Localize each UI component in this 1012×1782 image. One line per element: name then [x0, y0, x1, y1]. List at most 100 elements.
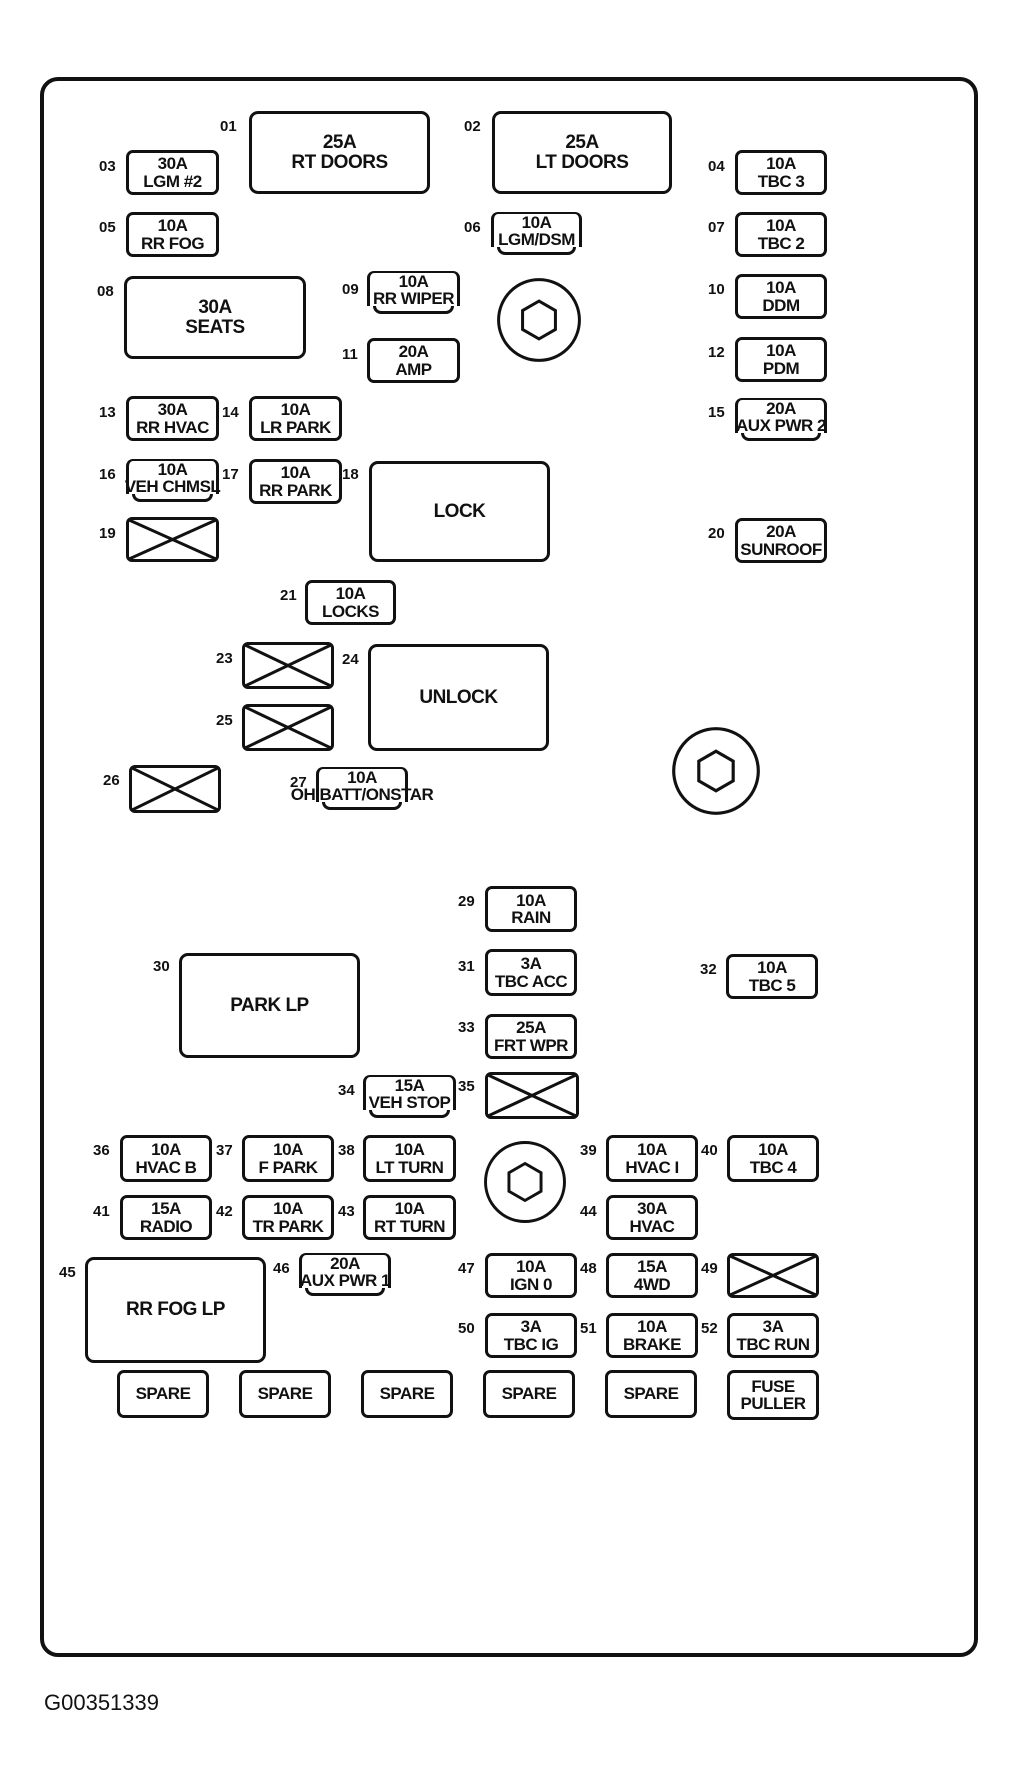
fuse-circuit-label: LOCKS: [322, 601, 380, 621]
fuse-position-number: 12: [708, 344, 725, 361]
fuse-position-number: 29: [458, 893, 475, 910]
fuse-circuit-label: TBC RUN: [736, 1334, 811, 1354]
fuse-position-number: 45: [59, 1264, 76, 1281]
fuse-circuit-label: RT DOORS: [291, 151, 388, 173]
fuse-position-number: 01: [220, 118, 237, 135]
spare-fuse: SPARE: [605, 1370, 697, 1418]
fuse-position-number: 04: [708, 158, 725, 175]
fuse-position-number: 33: [458, 1019, 475, 1036]
fuse-position-number: 02: [464, 118, 481, 135]
empty-fuse-slot: [242, 642, 334, 689]
fuse-circuit-label: HVAC: [629, 1216, 675, 1236]
fuse-rating: 15A: [151, 1199, 181, 1219]
empty-slot-cross-icon: [245, 645, 331, 686]
fuse-circuit-label: TBC 4: [749, 1157, 797, 1177]
fuse-position-number: 08: [97, 283, 114, 300]
fuse-slot-underline: [322, 802, 402, 810]
fuse-position-number: 05: [99, 219, 116, 236]
fuse-rating: 10A: [516, 1257, 546, 1277]
fuse-circuit-label: TBC IG: [503, 1334, 559, 1354]
spare-label: SPARE: [135, 1384, 191, 1404]
fuse-circuit-label: LGM/DSM: [498, 230, 575, 250]
fuse-slot-underline: [369, 1110, 450, 1118]
fuse-position-number: 16: [99, 466, 116, 483]
fuse-rating: 10A: [766, 278, 796, 298]
fuse-circuit-label: RR PARK: [259, 480, 332, 500]
fuse-rating: 10A: [766, 154, 796, 174]
fuse-rating: 3A: [762, 1317, 784, 1337]
fuse-rating: 3A: [520, 1317, 542, 1337]
fuse-position-number: 34: [338, 1082, 355, 1099]
fuse-rating: 30A: [157, 154, 188, 174]
fuse-position-number: 27: [290, 774, 307, 791]
fuse-rating: 10A: [398, 272, 429, 291]
fuse-position-number: 47: [458, 1260, 475, 1277]
fuse-position-number: 26: [103, 772, 120, 789]
fuse-rating: 10A: [766, 216, 796, 236]
fuse-circuit-label: SEATS: [185, 316, 245, 338]
fuse-position-number: 09: [342, 281, 359, 298]
fuse-circuit-label: TBC 5: [748, 975, 796, 995]
fuse-position-number: 18: [342, 466, 359, 483]
fuse-circuit-label: RT TURN: [373, 1216, 446, 1236]
fuse-position-number: 32: [700, 961, 717, 978]
fuse-circuit-label: UNLOCK: [419, 686, 498, 708]
fuse-circuit-label: RR WIPER: [373, 289, 455, 309]
fuse-circuit-label: F PARK: [258, 1157, 318, 1177]
fuse-position-number: 37: [216, 1142, 233, 1159]
fuse-position-number: 25: [216, 712, 233, 729]
fuse-rating: 20A: [330, 1254, 360, 1273]
fuse-position-number: 06: [464, 219, 481, 236]
fuse-circuit-label: PARK LP: [230, 994, 309, 1016]
fuse-circuit-label: AMP: [395, 359, 432, 379]
fuse-rating: 10A: [758, 1140, 788, 1160]
fuse-rating: 15A: [637, 1257, 667, 1277]
fuse-rating: 30A: [157, 400, 188, 420]
mounting-bolt-icon: [496, 277, 582, 363]
fuse-circuit-label: LT TURN: [375, 1157, 444, 1177]
fuse-block-panel: [40, 77, 978, 1657]
fuse-circuit-label: DDM: [762, 295, 800, 315]
fuse-position-number: 13: [99, 404, 116, 421]
fuse-rating: 30A: [637, 1199, 667, 1219]
fuse-rating: 20A: [398, 342, 429, 362]
fuse-rating: 10A: [335, 584, 366, 604]
fuse-circuit-label: LR PARK: [260, 417, 331, 437]
fuse-rating: 10A: [273, 1140, 303, 1160]
fuse-rating: 10A: [637, 1317, 667, 1337]
fuse-rating: 30A: [198, 297, 232, 319]
spare-fuse: SPARE: [239, 1370, 331, 1418]
spare-label: SPARE: [623, 1384, 679, 1404]
fuse-circuit-label: VEH STOP: [368, 1093, 451, 1113]
fuse-circuit-label: TBC ACC: [494, 971, 568, 991]
fuse-position-number: 24: [342, 651, 359, 668]
fuse-rating: 10A: [347, 768, 377, 787]
fuse-position-number: 03: [99, 158, 116, 175]
fuse-rating: 10A: [280, 463, 311, 483]
figure-code: G00351339: [44, 1690, 159, 1715]
empty-slot-cross-icon: [488, 1075, 576, 1116]
fuse-position-number: 49: [701, 1260, 718, 1277]
